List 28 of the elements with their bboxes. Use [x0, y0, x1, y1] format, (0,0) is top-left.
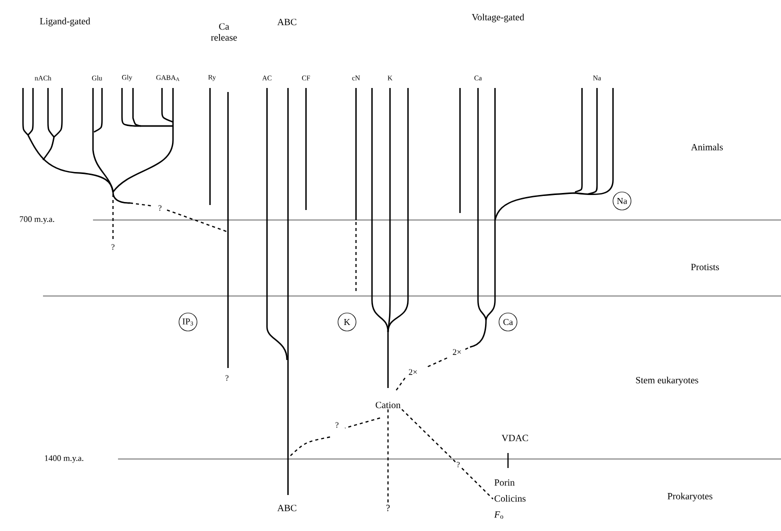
- time-label: 1400 m.y.a.: [44, 455, 84, 463]
- channel-label: ABC: [277, 504, 296, 512]
- connector-line: [401, 408, 494, 500]
- channel-label: Porin Colicins F$_{o}$: [494, 479, 526, 519]
- question-mark: ?: [226, 375, 228, 381]
- channel-label: Cation: [376, 402, 401, 408]
- era-label: Prokaryotes: [668, 492, 712, 502]
- question-mark: ?: [158, 205, 162, 211]
- time-label: 700 m.y.a.: [20, 216, 54, 224]
- era-label: Stem eukaryotes: [636, 376, 698, 386]
- circled-label: K: [338, 312, 356, 332]
- channel-label: VDAC: [502, 434, 528, 442]
- circled-label: Na: [612, 192, 632, 210]
- question-mark: ?: [112, 244, 114, 250]
- group-heading: Ligand-gated: [40, 18, 90, 26]
- circled-label: Ca: [498, 312, 518, 332]
- question-mark: ?: [336, 422, 338, 428]
- group-heading: Ca release: [211, 23, 237, 41]
- era-label: Protists: [691, 264, 719, 270]
- group-heading: Voltage-gated: [472, 14, 524, 22]
- era-label: Animals: [691, 144, 723, 150]
- duplication-label: 2×: [408, 369, 417, 375]
- group-heading: ABC: [277, 18, 296, 26]
- circled-label: IP$_{3}$: [178, 312, 198, 332]
- duplication-label: 2×: [452, 349, 461, 355]
- edge-label: ?: [455, 460, 461, 468]
- question-mark: ?: [386, 504, 390, 512]
- connector-line: [387, 409, 389, 504]
